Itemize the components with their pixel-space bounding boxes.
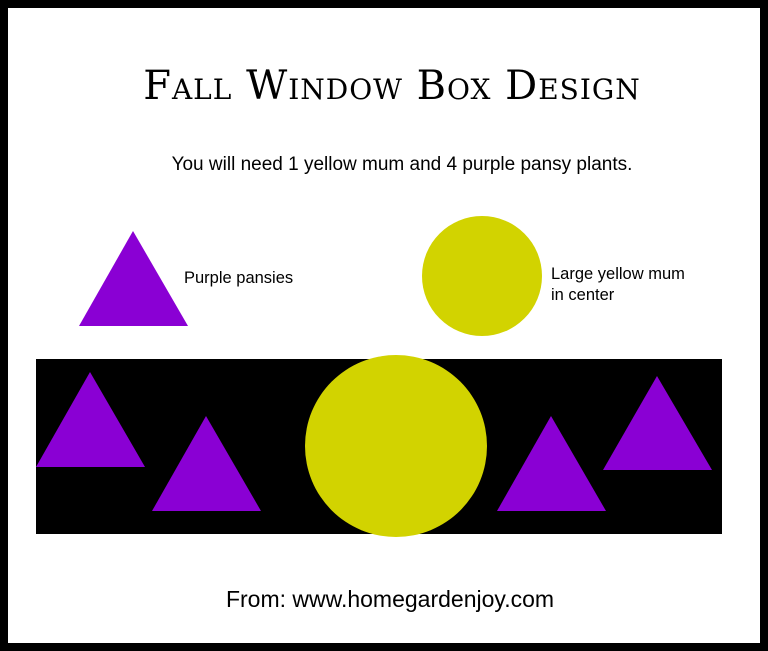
legend-pansy-triangle-icon <box>79 231 188 326</box>
diagram-title: Fall Window Box Design <box>143 63 641 109</box>
legend-mum-label: Large yellow mum in center <box>551 264 721 306</box>
pansy-plant-4-triangle-icon <box>603 376 712 470</box>
mum-plant-center-circle-icon <box>305 355 487 537</box>
pansy-plant-2-triangle-icon <box>152 416 261 511</box>
legend-mum-circle-icon <box>422 216 542 336</box>
plant-count-note: You will need 1 yellow mum and 4 purple … <box>171 154 633 175</box>
source-credit: From: www.homegardenjoy.com <box>225 586 555 612</box>
legend-pansy-label: Purple pansies <box>184 269 294 287</box>
pansy-plant-1-triangle-icon <box>36 372 145 467</box>
pansy-plant-3-triangle-icon <box>497 416 606 511</box>
legend-mum-label-line2: in center <box>551 286 615 304</box>
legend-mum-label-line1: Large yellow mum <box>551 265 685 283</box>
